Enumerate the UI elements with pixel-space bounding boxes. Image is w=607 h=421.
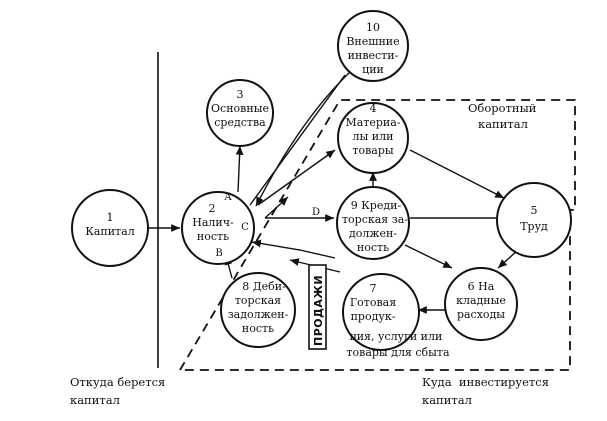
edge-labor-to-overhead [497,249,519,269]
node-fixed-assets-line-1: Основные [211,102,269,115]
node-external-investments: 10 Внешние инвести- ции [337,10,409,82]
edge-external-to-cash [249,74,346,206]
node-overhead-number-and-line-1: 6 На [468,280,495,293]
edge-label-a: A [223,192,232,203]
node-cash: 2 Налич- ность [181,191,255,265]
node-receivables-line-1: Деби- [253,280,286,293]
node-payables-line-3: должен- [349,227,397,240]
node-external-investments-line-1: Внешние [346,35,399,48]
edge-label-c: C [241,222,249,233]
flow-edges [147,71,519,314]
node-payables-number: 9 [351,199,358,212]
node-payables-line-1: Креди- [361,199,401,212]
node-materials-line-3: товары [352,144,394,157]
node-receivables-line-4: ность [242,322,274,335]
caption-right-line-2: капитал [422,393,472,407]
node-finished-goods-line-3: ция, услуги или [350,330,443,343]
node-cash-number: 2 [209,202,216,215]
node-receivables-line-3: задолжен- [228,308,289,321]
edge-payables-to-overhead [404,244,453,269]
edge-cash-to-fixed-assets [235,145,244,193]
caption-left-line-1: Откуда берется [70,375,165,389]
node-external-investments-number: 10 [366,21,380,34]
node-payables-line-4: ность [357,241,389,254]
working-capital-title-line-1: Оборотный [468,101,537,115]
node-overhead-line-3: расходы [457,308,505,321]
node-overhead-line-2: кладные [456,294,506,307]
sales-stamp-text: ПРОДАЖИ [312,275,325,346]
node-finished-goods-line-2: продук- [351,310,396,323]
sales-stamp: ПРОДАЖИ [308,264,327,350]
edge-payables-to-cash [251,239,336,259]
edge-label-d: D [312,207,320,218]
node-fixed-assets: 3 Основные средства [206,79,274,147]
node-finished-goods-line-4: товары для сбыта [346,346,450,359]
node-receivables-line-2: торская [235,294,281,307]
node-materials: 4 Материа- лы или товары [337,102,409,174]
node-labor-number: 5 [531,204,538,217]
edge-label-b: B [215,248,222,259]
node-materials-line-2: лы или [353,130,394,143]
node-materials-line-1: Материа- [345,116,400,129]
caption-left-line-2: капитал [70,393,120,407]
node-receivables: 8 Деби- торская задолжен- ность [220,272,296,348]
node-labor: 5 Труд [496,182,572,258]
node-payables: 9 Креди- торская за- должен- ность [336,186,410,260]
edge-cash-to-materials [257,149,336,206]
node-fixed-assets-line-2: средства [214,116,266,129]
caption-right-line-1: Куда инвестируется [422,375,549,389]
edge-external-to-cash-return [255,71,351,207]
node-overhead-line-1: На [478,280,495,293]
edge-materials-to-labor [409,149,505,199]
node-cash-line-1: Налич- [192,216,234,229]
node-capital-number: 1 [107,211,114,224]
working-capital-title-line-2: капитал [478,117,528,131]
node-finished-goods-number: 7 [370,282,377,295]
edge-cash-accent [264,196,289,219]
node-external-investments-line-3: ции [362,63,384,76]
node-finished-goods-line-1: Готовая [350,296,396,309]
node-materials-number: 4 [370,102,377,115]
node-external-investments-line-2: инвести- [348,49,399,62]
node-payables-line-2: торская за- [342,213,408,226]
node-receivables-number: 8 [242,280,249,293]
node-receivables-number-and-line-1: 8 Деби- [242,280,286,293]
node-payables-number-and-line-1: 9 Креди- [351,199,402,212]
node-overhead-number: 6 [468,280,475,293]
node-capital: 1 Капитал [71,189,149,267]
node-overhead: 6 На кладные расходы [444,267,518,341]
node-finished-goods: 7 Готовая продук- ция, услуги или товары… [342,273,450,359]
node-cash-line-2: ность [197,230,229,243]
node-fixed-assets-number: 3 [237,88,244,101]
node-labor-label: Труд [520,220,548,233]
node-capital-label: Капитал [85,225,134,238]
